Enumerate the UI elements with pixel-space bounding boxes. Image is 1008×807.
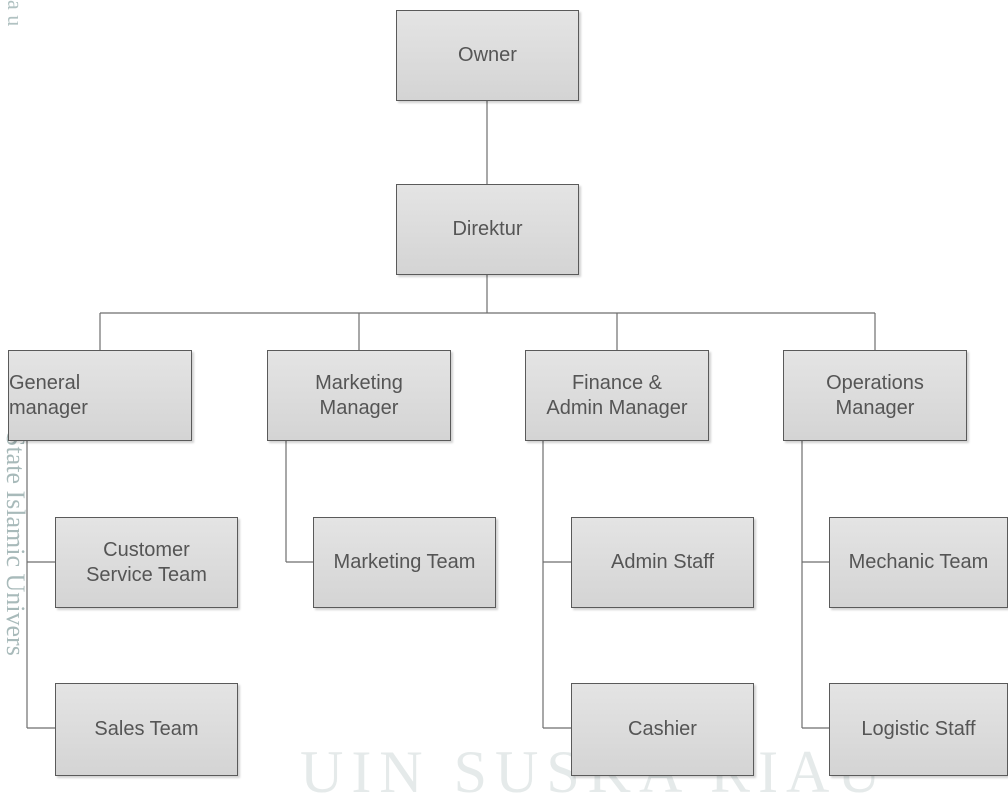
node-admin-staff-label: Admin Staff [610, 551, 715, 573]
node-customer-service-team-label: Customer Service Team [86, 538, 207, 586]
node-finance-admin-manager: Finance & Admin Manager [525, 350, 709, 441]
node-marketing-manager-label: Marketing Manager [315, 371, 403, 419]
node-marketing-manager: Marketing Manager [267, 350, 451, 441]
node-direktur-label: Direktur [452, 218, 523, 240]
node-direktur: Direktur [396, 184, 579, 275]
org-chart-connectors [26, 101, 876, 729]
node-sales-team: Sales Team [55, 683, 238, 776]
node-mechanic-team: Mechanic Team [829, 517, 1008, 608]
watermark-side-text: State Islamic Univers [1, 432, 30, 656]
node-cashier-label: Cashier [628, 718, 697, 740]
node-customer-service-team: Customer Service Team [55, 517, 238, 608]
node-owner: Owner [396, 10, 579, 101]
node-sales-team-label: Sales Team [94, 718, 199, 740]
node-logistic-staff-label: Logistic Staff [861, 718, 976, 740]
node-admin-staff: Admin Staff [571, 517, 754, 608]
node-operations-manager: Operations Manager [783, 350, 967, 441]
node-operations-manager-label: Operations Manager [826, 371, 924, 419]
node-marketing-team: Marketing Team [313, 517, 496, 608]
node-marketing-team-label: Marketing Team [333, 551, 476, 573]
node-general-manager: General manager [8, 350, 192, 441]
node-mechanic-team-label: Mechanic Team [848, 551, 989, 573]
node-cashier: Cashier [571, 683, 754, 776]
node-general-manager-label: General manager [9, 371, 88, 419]
node-owner-label: Owner [458, 44, 517, 66]
watermark-side-text-top: a u [3, 0, 28, 27]
node-logistic-staff: Logistic Staff [829, 683, 1008, 776]
node-finance-admin-manager-label: Finance & Admin Manager [546, 371, 688, 419]
